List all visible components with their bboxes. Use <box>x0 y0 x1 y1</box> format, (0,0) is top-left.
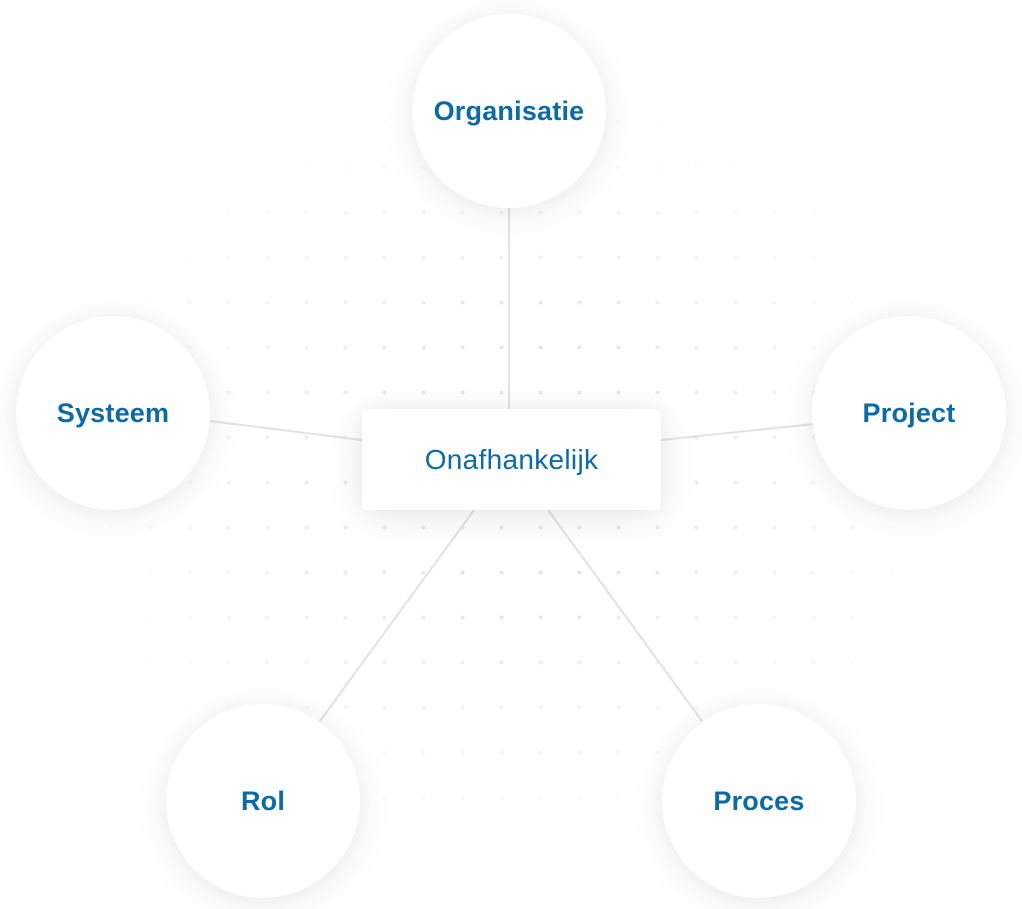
node-project: Project <box>812 316 1006 510</box>
connector-center-rol <box>319 509 475 722</box>
node-label-project: Project <box>862 397 956 428</box>
node-systeem: Systeem <box>16 316 210 510</box>
node-rol: Rol <box>166 704 360 898</box>
node-label-proces: Proces <box>713 785 805 816</box>
connector-center-systeem <box>209 420 363 441</box>
connector-center-project <box>660 423 815 441</box>
connector-center-proces <box>547 509 703 722</box>
center-node-onafhankelijk: Onafhankelijk <box>362 409 661 510</box>
center-node-label: Onafhankelijk <box>424 443 599 475</box>
node-label-rol: Rol <box>240 785 286 816</box>
node-organisatie: Organisatie <box>412 14 606 208</box>
node-label-organisatie: Organisatie <box>433 95 585 126</box>
node-label-systeem: Systeem <box>56 397 170 428</box>
node-proces: Proces <box>662 704 856 898</box>
